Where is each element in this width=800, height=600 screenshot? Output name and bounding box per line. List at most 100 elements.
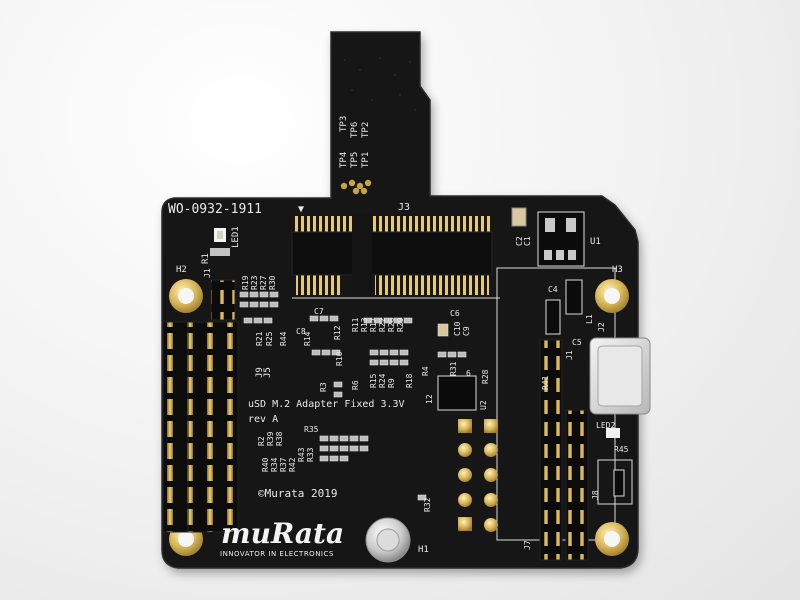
led2 (606, 428, 620, 438)
testpoint-pads (340, 179, 372, 195)
j5-label: J5 (263, 367, 273, 378)
r23-label: R23 (250, 275, 259, 290)
c5-label: C5 (572, 338, 582, 347)
microsd-tab-texture (344, 57, 416, 111)
r9-label: R9 (387, 378, 396, 388)
j1-right-label: J1 (565, 350, 574, 360)
ic-u2 (437, 375, 477, 411)
r34-label: R34 (270, 457, 279, 472)
mounting-hole-h2 (169, 279, 203, 313)
passive-grid-1 (239, 291, 467, 501)
r29-label: R29 (396, 317, 405, 332)
r33-label: R33 (306, 447, 315, 462)
led1-label: LED1 (231, 226, 241, 248)
j9-label: J9 (255, 367, 265, 378)
ic-u1 (537, 211, 585, 267)
tp4-label: TP4 (339, 152, 349, 168)
l1-label: L1 (585, 314, 594, 324)
r21-label: R21 (255, 331, 264, 346)
h1-label: H1 (418, 545, 429, 555)
h3-label: H3 (612, 265, 623, 275)
r19-label: R19 (241, 275, 250, 290)
c6-label: C6 (450, 309, 460, 318)
board-title: uSD M.2 Adapter Fixed 3.3V (248, 399, 405, 410)
murata-logo: muRata (221, 517, 344, 550)
r26-label: R26 (387, 317, 396, 332)
inductor-l1 (565, 279, 583, 315)
pin-6-label: 6 (466, 369, 471, 378)
cap-c2 (511, 207, 527, 227)
r28-label: R28 (481, 369, 490, 384)
header-left-inner (187, 321, 239, 533)
part-number: WO-0932-1911 (168, 202, 262, 217)
r35-label: R35 (304, 425, 319, 434)
r4-label: R4 (421, 366, 430, 376)
r40-label: R40 (261, 457, 270, 472)
r30-label: R30 (268, 275, 277, 290)
r11-label: R11 (351, 317, 360, 332)
j8-outline (597, 459, 633, 505)
copyright: ©Murata 2019 (258, 487, 337, 500)
j7-label: J7 (523, 540, 532, 550)
pcb-outline (162, 32, 638, 568)
led2-label: LED2 (596, 421, 615, 430)
j8-jumper (613, 469, 625, 497)
tp1-label: TP1 (361, 152, 371, 168)
c8-label: C8 (296, 327, 306, 336)
r13-label: R13 (360, 317, 369, 332)
r31-label: R31 (449, 361, 458, 376)
r10-label: R10 (335, 351, 344, 366)
usb-c-connector (589, 337, 651, 415)
r22-label: R22 (378, 317, 387, 332)
r43-label: R43 (297, 447, 306, 462)
pcb-edge (161, 31, 639, 569)
r12-label: R12 (333, 325, 342, 340)
pin-12-label: 12 (425, 394, 434, 404)
pin1-marker: ▼ (298, 204, 304, 215)
tp3-label: TP3 (339, 116, 349, 132)
m2-connector-j3 (291, 214, 616, 541)
refdes-labels: R19 R23 R27 R30 R21 R25 R44 C7 C8 R14 R1… (241, 275, 490, 512)
r24-label: R24 (378, 373, 387, 388)
r32-label: R32 (423, 497, 432, 512)
r39-label: R39 (266, 431, 275, 446)
r42-label: R42 (288, 457, 297, 472)
board-revision: rev A (248, 414, 278, 425)
mounting-hole-br (595, 522, 629, 556)
r6-label: R6 (351, 380, 360, 390)
header-j1-top (210, 279, 236, 321)
j2-label: J2 (597, 322, 606, 332)
j8-label: J8 (591, 490, 600, 500)
jumper-c4 (545, 299, 561, 335)
u2-label: U2 (479, 400, 488, 410)
r14-label: R14 (303, 331, 312, 346)
j1-top-label: J1 (203, 268, 212, 278)
header-j8 (565, 409, 589, 561)
mounting-hole-h3 (595, 279, 629, 313)
r38-label: R38 (275, 431, 284, 446)
c1-label: C1 (523, 236, 532, 246)
r25-label: R25 (265, 331, 274, 346)
r1-label: R1 (201, 253, 211, 264)
r45-label: R45 (614, 445, 629, 454)
c7-label: C7 (314, 307, 324, 316)
r37-label: R37 (279, 457, 288, 472)
c2-label: C2 (515, 236, 524, 246)
c10-label: C10 (453, 321, 462, 336)
r27-label: R27 (259, 275, 268, 290)
r2-label: R2 (257, 436, 266, 446)
tp6-label: TP6 (350, 122, 360, 138)
tp5-label: TP5 (350, 152, 360, 168)
r15-label: R15 (369, 373, 378, 388)
tagline: INNOVATOR IN ELECTRONICS (220, 550, 334, 558)
r1-resistor (210, 248, 230, 256)
j3-label: J3 (398, 202, 410, 213)
r44-label: R44 (279, 331, 288, 346)
u1-label: U1 (590, 237, 601, 247)
r41-label: R41 (541, 375, 550, 390)
c9-label: C9 (462, 326, 471, 336)
c4-label: C4 (548, 285, 558, 294)
r3-label: R3 (319, 382, 328, 392)
h2-label: H2 (176, 265, 187, 275)
